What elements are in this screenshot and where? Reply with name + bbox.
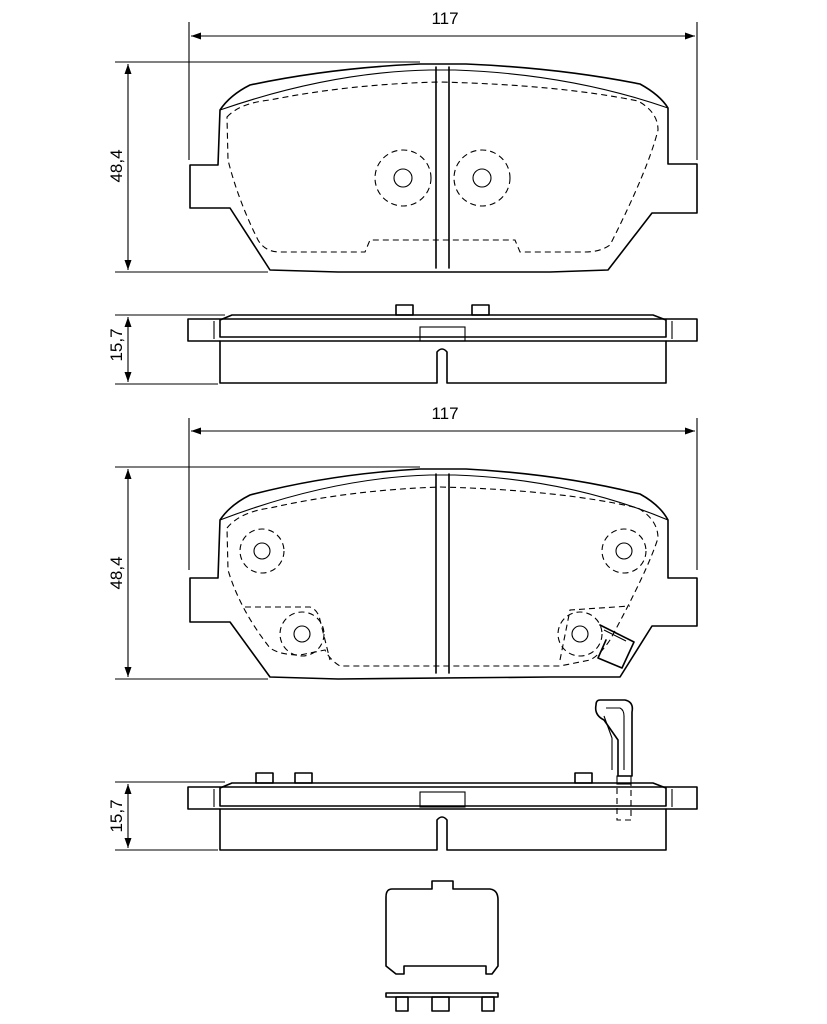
pad-2-height-label: 48,4 <box>107 556 126 589</box>
pad-2-width-dimension: 117 <box>188 404 698 570</box>
pad-1-width-dimension: 117 <box>188 9 698 160</box>
pad-1-front-view <box>189 63 698 273</box>
pad-1-height-label: 48,4 <box>107 149 126 182</box>
pad-2-side-view <box>187 699 698 851</box>
pad-1-thickness-label: 15,7 <box>107 328 126 361</box>
pad-2-thickness-label: 15,7 <box>107 799 126 832</box>
pad-2-width-label: 117 <box>431 404 458 423</box>
pad-1-thickness-dimension: 15,7 <box>107 314 225 385</box>
pad-1-side-view <box>187 304 698 384</box>
pad-2-thickness-dimension: 15,7 <box>107 781 225 851</box>
pad-2-height-dimension: 48,4 <box>107 466 420 680</box>
pad-1-height-dimension: 48,4 <box>107 61 420 273</box>
shim-plate-front-view <box>385 880 499 975</box>
pad-1-width-label: 117 <box>431 9 458 28</box>
shim-plate-side-view <box>385 992 499 1012</box>
pad-2-front-view <box>189 468 698 680</box>
